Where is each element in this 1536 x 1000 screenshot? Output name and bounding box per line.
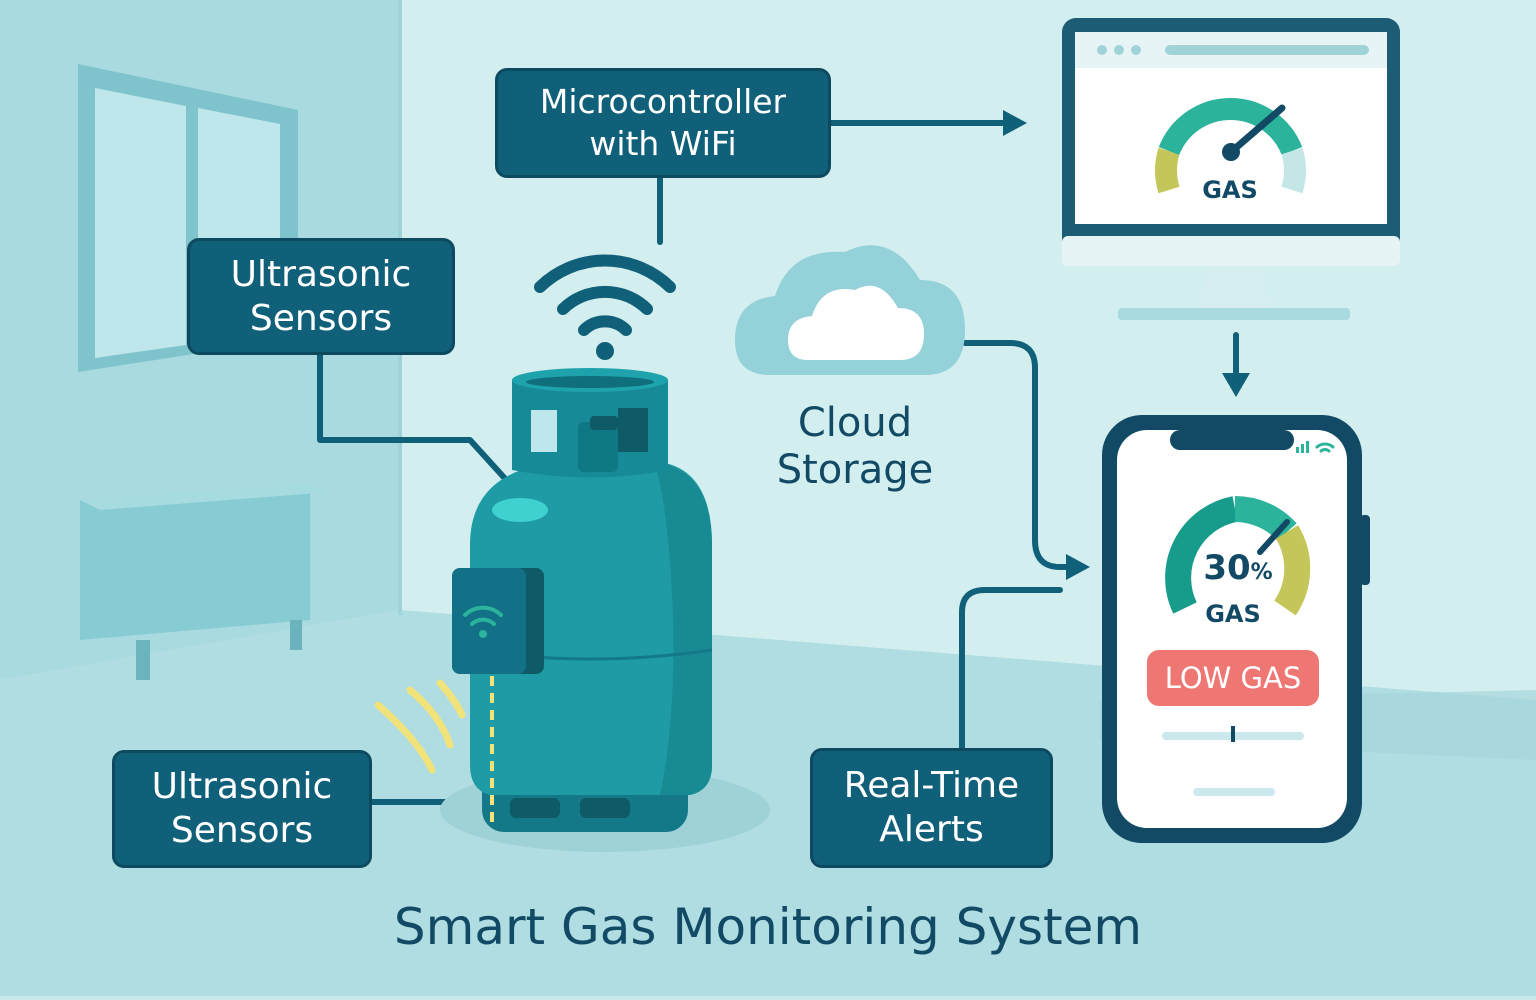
gas-cylinder-icon bbox=[440, 368, 770, 852]
alerts-line2: Alerts bbox=[879, 809, 984, 850]
phone-gauge-unit: % bbox=[1250, 560, 1273, 585]
ultrasonic-wave-icon bbox=[374, 679, 466, 774]
phone-gauge-value: 30% bbox=[1188, 548, 1288, 588]
low-gas-alert-badge: LOW GAS bbox=[1164, 661, 1302, 695]
cloud-label-line2: Storage bbox=[776, 447, 934, 493]
arrow-icon bbox=[1003, 110, 1250, 580]
smartphone-icon bbox=[1102, 415, 1370, 843]
ultrasonic-bottom-line2: Sensors bbox=[170, 810, 314, 851]
wifi-icon bbox=[534, 254, 676, 360]
microcontroller-label-line1: Microcontroller bbox=[539, 82, 787, 121]
alerts-line1: Real-Time bbox=[843, 765, 1020, 806]
ultrasonic-bottom-line1: Ultrasonic bbox=[151, 766, 333, 807]
ultrasonic-top-line1: Ultrasonic bbox=[230, 253, 412, 295]
cabinet-illustration bbox=[80, 484, 330, 680]
cloud-icon bbox=[735, 245, 965, 375]
phone-gauge-label: GAS bbox=[1205, 600, 1261, 628]
microcontroller-label: Microcontroller with WiFi bbox=[495, 68, 831, 178]
ultrasonic-sensors-label-bottom: Ultrasonic Sensors bbox=[112, 750, 372, 868]
ultrasonic-sensors-label-top: Ultrasonic Sensors bbox=[187, 238, 455, 355]
phone-gauge-number: 30 bbox=[1203, 548, 1251, 588]
sensor-device-icon bbox=[452, 568, 544, 828]
monitor-icon bbox=[1062, 18, 1400, 320]
cloud-label-line1: Cloud bbox=[797, 400, 913, 446]
page-title: Smart Gas Monitoring System bbox=[393, 898, 1143, 956]
microcontroller-label-line2: with WiFi bbox=[589, 124, 737, 163]
monitor-gauge-label: GAS bbox=[1202, 176, 1258, 204]
real-time-alerts-label: Real-Time Alerts bbox=[810, 748, 1053, 868]
ultrasonic-top-line2: Sensors bbox=[249, 297, 393, 339]
cloud-storage-label: Cloud Storage bbox=[740, 400, 970, 494]
